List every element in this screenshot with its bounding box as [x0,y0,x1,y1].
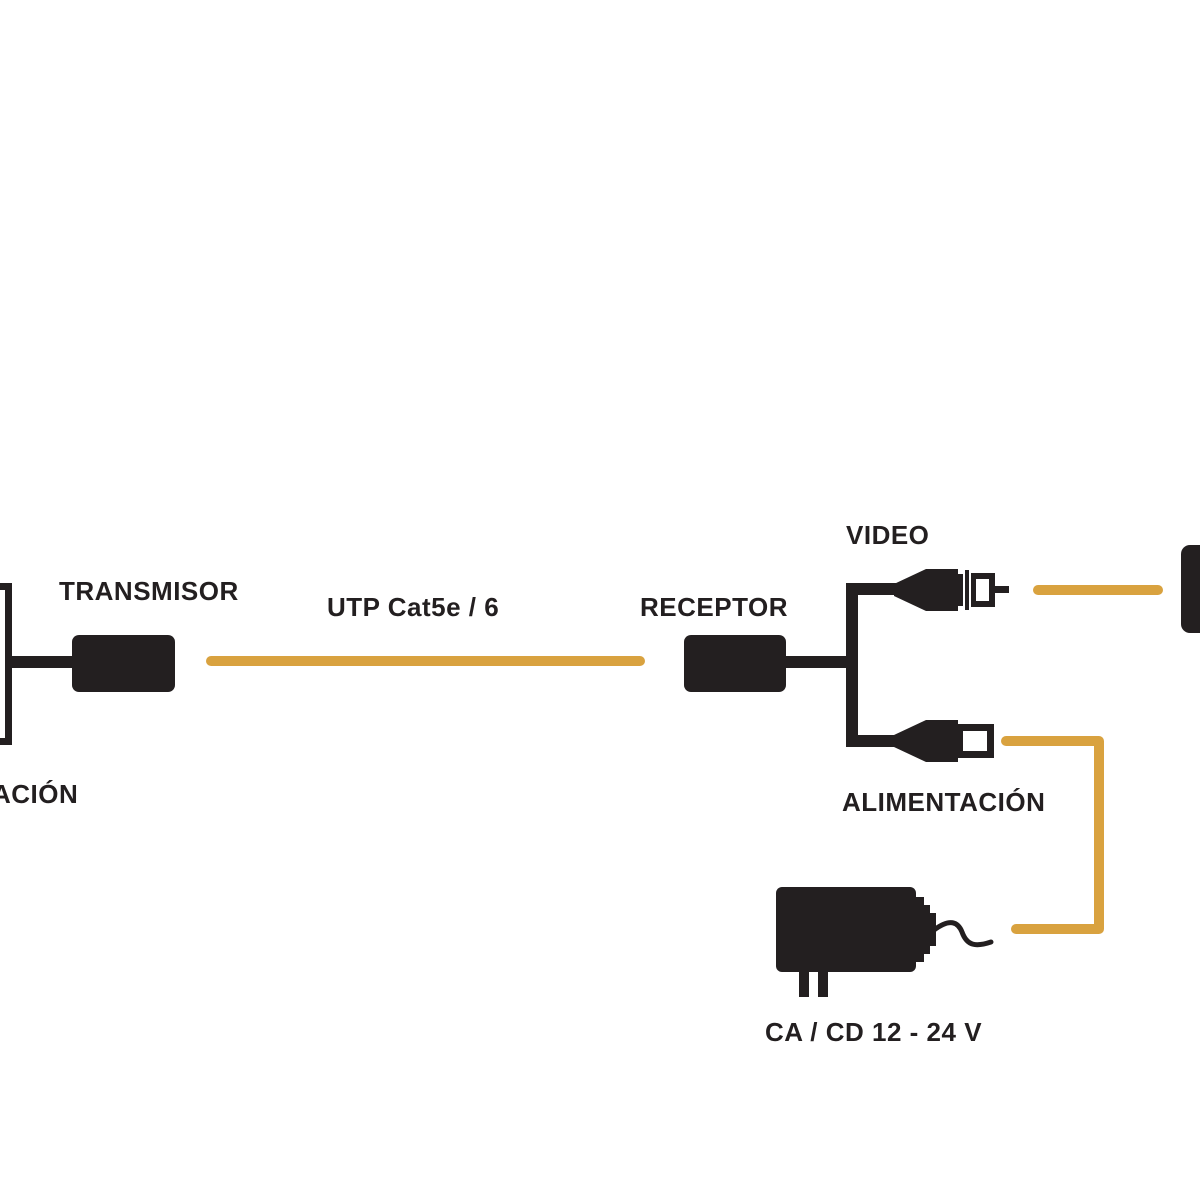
power-adapter-icon [776,887,994,997]
receiver-stub [786,656,850,668]
receiver-label: RECEPTOR [640,592,788,622]
receiver-fork [846,583,896,747]
left-device-inner-bar [0,590,5,738]
transmitter-box [72,635,175,692]
power-link-line [1001,736,1104,934]
video-label: VIDEO [846,520,929,550]
dc-power-connector-icon [894,720,994,762]
power-label: ALIMENTACIÓN [842,787,1045,817]
bnc-connector-icon [894,569,1009,611]
monitor-device [1181,545,1200,633]
adapter-cord [931,920,994,948]
left-device-stub [12,656,74,668]
adapter-voltage-label: CA / CD 12 - 24 V [765,1017,982,1047]
receiver-box [684,635,786,692]
left-partial-label: ACIÓN [0,779,78,809]
transmitter-label: TRANSMISOR [59,576,239,606]
left-device [0,583,74,745]
cable-label: UTP Cat5e / 6 [327,592,499,622]
